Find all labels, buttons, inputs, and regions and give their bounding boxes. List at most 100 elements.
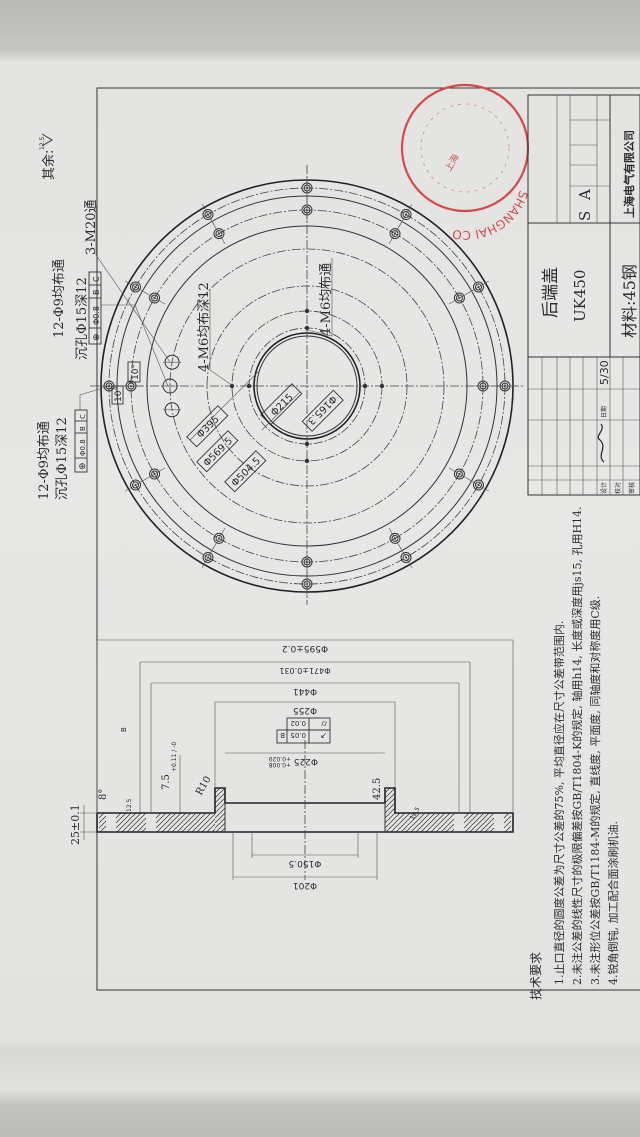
outer-holes-label: 12-Φ9均布通 <box>52 259 67 338</box>
inner-bolt-hole <box>301 550 313 574</box>
svg-text:Φ0.8: Φ0.8 <box>79 439 87 456</box>
svg-text:+0.029: +0.029 <box>269 755 291 762</box>
radius-label: R10 <box>194 774 214 797</box>
outer-bolt-hole <box>201 203 215 226</box>
dim-225: Φ225 +0.029 +0.008 <box>225 752 385 768</box>
m6-hole <box>304 325 310 331</box>
svg-text:10°: 10° <box>131 364 141 380</box>
designer-signature <box>597 423 605 463</box>
part-material: 材料:45钢 <box>620 264 639 338</box>
note-3: 3.未注形位公差按GB/T1184-M的规定, 直线度, 平面度, 同轴度和对称… <box>588 596 602 985</box>
svg-text:C: C <box>92 276 101 282</box>
row-check: 校对 <box>614 482 622 494</box>
plan-view: 12-Φ9均布通 沉孔Φ15深12 ⊕ Φ0.8 B C 12-Φ9均布通 沉孔… <box>37 165 525 605</box>
svg-text:Φ215: Φ215 <box>269 392 296 419</box>
dim-595: Φ595±0.2 <box>96 639 514 813</box>
dim-471: Φ471±0.031 <box>139 661 471 813</box>
company-name: 上海电气有限公司 <box>622 130 636 218</box>
svg-text:+0.008: +0.008 <box>269 761 291 768</box>
outer-bolt-hole <box>493 380 517 392</box>
dim-441: Φ441 <box>150 682 460 813</box>
m6-hole <box>304 458 310 464</box>
title-block: S A 上海电气有限公司 后端盖 UK450 材料:45钢 设计 校对 审核 日… <box>527 94 640 496</box>
svg-text:25±0.1: 25±0.1 <box>69 804 82 845</box>
svg-text:Φ201: Φ201 <box>293 880 317 890</box>
roughness-label: 其余: <box>41 150 57 180</box>
stamp-inner-text: 上海 <box>442 152 461 174</box>
inner-bolt-hole <box>144 467 166 481</box>
svg-text:C: C <box>79 414 87 419</box>
outer-bolt-hole <box>201 546 215 569</box>
stage-mark-s: S <box>576 211 594 221</box>
signature-grid: 设计 校对 审核 日期 5/30 <box>528 357 640 495</box>
datum-b-label: B <box>120 727 128 732</box>
stage-mark-a: A <box>576 189 594 201</box>
date-label: 日期 <box>600 406 608 418</box>
counterbore-label: 沉孔Φ15深12 <box>75 277 90 360</box>
svg-text:⌭: ⌭ <box>321 719 327 728</box>
section-roughness: 12.5 <box>126 798 133 812</box>
svg-text:Φ471±0.031: Φ471±0.031 <box>279 666 330 675</box>
stamp-text: SHANGHAI CO <box>451 189 530 242</box>
outer-bolt-hole <box>124 478 147 492</box>
outer-bolt-hole <box>467 280 490 294</box>
m6-through-label: 4-M6均布通 <box>319 263 334 336</box>
plan-dim-4: Φ165.3 <box>301 389 344 432</box>
part-model: UK450 <box>571 270 589 322</box>
plan-dim-2: Φ504.5 <box>224 450 267 493</box>
outer-bolt-hole <box>124 280 147 294</box>
inner-bolt-hole <box>448 291 470 305</box>
svg-text:Φ595±0.2: Φ595±0.2 <box>282 643 328 653</box>
dim-depth: 7.5 +0.11 / -0 <box>161 742 181 813</box>
outer-bolt-hole <box>301 572 313 596</box>
svg-text:B: B <box>92 290 101 296</box>
svg-text:0.02: 0.02 <box>290 719 306 727</box>
svg-text:10°: 10° <box>114 386 124 402</box>
inner-bolt-hole <box>212 527 226 549</box>
m6-hole <box>304 441 310 447</box>
notes-title: 技术要求 <box>529 952 543 1000</box>
note-1: 1.止口直径的圆度公差为尺寸公差的75%, 平均直径应在尺寸公差带范围内. <box>552 621 566 985</box>
outer-bolt-hole <box>301 176 313 200</box>
angle-dim-2: 10° <box>111 385 124 405</box>
position-tolerance-frame: ⊕ Φ0.8 B C <box>88 271 102 345</box>
svg-text:⊕: ⊕ <box>78 462 88 470</box>
svg-text:B: B <box>79 426 87 431</box>
svg-text:B: B <box>280 731 285 739</box>
svg-text:Φ255: Φ255 <box>293 705 317 715</box>
inner-bolt-hole <box>144 291 166 305</box>
m20-hole <box>163 402 182 418</box>
drawing-frame <box>96 87 640 991</box>
row-review: 审核 <box>628 482 636 494</box>
part-name: 后端盖 <box>541 267 561 318</box>
inner-bolt-hole <box>388 527 402 549</box>
section-view: Φ595±0.2 Φ471±0.031 Φ441 Φ255 ⌭ 0.02 ↗ 0… <box>69 639 514 890</box>
m20-hole <box>161 378 179 394</box>
svg-text:Φ150.5: Φ150.5 <box>289 858 322 868</box>
svg-text:7.5: 7.5 <box>161 774 172 790</box>
inner-bolt-hole <box>212 223 226 245</box>
svg-text:↗: ↗ <box>320 731 327 740</box>
counterbore-label-2: 沉孔Φ15深12 <box>55 417 70 500</box>
svg-text:Φ441: Φ441 <box>293 686 317 696</box>
dim-255: Φ255 <box>214 701 396 788</box>
position-tolerance-frame-2: ⊕ Φ0.8 B C <box>74 409 88 473</box>
outer-holes-label-2: 12-Φ9均布通 <box>37 421 52 500</box>
svg-text:Φ395: Φ395 <box>195 414 222 441</box>
svg-text:Φ0.8: Φ0.8 <box>92 306 101 325</box>
angle-dim-1: 10° <box>127 361 141 383</box>
inner-bolt-hole <box>301 198 313 222</box>
outer-bolt-hole <box>467 478 490 492</box>
svg-text:Φ225: Φ225 <box>294 756 318 766</box>
inner-bolt-hole <box>388 223 402 245</box>
note-4: 4.锐角倒钝, 加工配合面涂刷机油. <box>606 821 620 985</box>
dim-thickness: 25±0.1 <box>69 804 97 845</box>
inner-bolt-hole <box>448 467 470 481</box>
svg-text:+0.11 / -0: +0.11 / -0 <box>171 742 178 772</box>
m20-hole <box>163 354 182 370</box>
technical-requirements: 技术要求 1.止口直径的圆度公差为尺寸公差的75%, 平均直径应在尺寸公差带范围… <box>529 506 620 1000</box>
dim-201: Φ201 <box>232 832 378 890</box>
signature-date: 5/30 <box>598 360 611 385</box>
